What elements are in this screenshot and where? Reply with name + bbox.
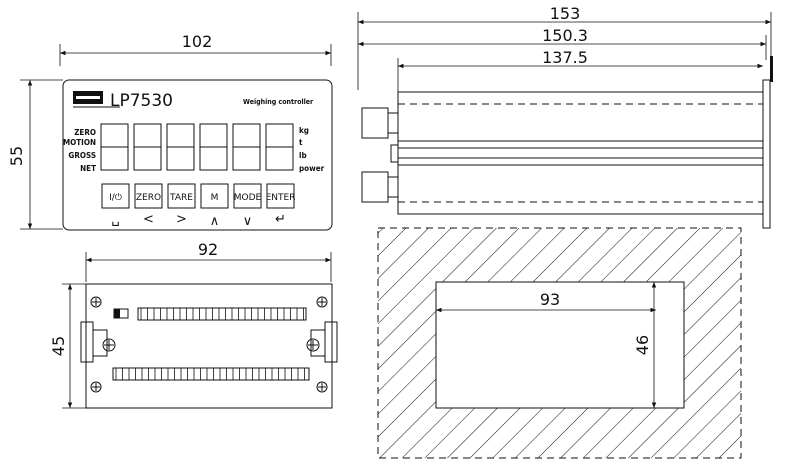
model-name: LP7530 [110, 91, 173, 111]
screw-icon [102, 338, 116, 352]
digit-4 [199, 123, 228, 171]
side-total-label: 153 [550, 4, 581, 23]
middle-connector [390, 144, 399, 163]
svg-text:M: M [211, 193, 219, 203]
lower-connector [361, 171, 399, 203]
screw-icon [306, 338, 320, 352]
svg-text:ZERO: ZERO [136, 193, 161, 203]
svg-text:TARE: TARE [169, 193, 193, 203]
digit-6 [265, 123, 294, 171]
front-panel-outline [62, 79, 333, 231]
left-mounting-clamp [80, 321, 108, 363]
front-width-dimension: 102 [59, 32, 332, 66]
screw-icon [90, 296, 102, 308]
enter-return-icon: ↵ [275, 212, 286, 227]
side-body-dimension: 137.5 [397, 48, 763, 92]
unit-lb: lb [299, 151, 307, 160]
bezel-lip [770, 56, 773, 82]
left-arrow-icon: < [143, 212, 154, 227]
screw-icon [316, 296, 328, 308]
screw-icon [90, 381, 102, 393]
status-motion: MOTION [63, 138, 96, 147]
upper-connector [361, 107, 399, 139]
digit-display [100, 123, 294, 171]
upper-terminal-block [137, 307, 307, 321]
status-net: NET [80, 164, 96, 173]
rear-width-label: 92 [198, 240, 218, 259]
rear-panel-outline [85, 283, 333, 409]
down-arrow-icon: ∨ [243, 214, 253, 229]
housing-body [397, 91, 764, 215]
rear-height-dimension: 45 [49, 283, 86, 409]
zero-key: ZERO < [134, 183, 163, 227]
power-key-symbol: ␣ [111, 212, 119, 227]
panel-outline [377, 227, 742, 459]
front-height-label: 55 [7, 146, 26, 166]
right-mounting-clamp [310, 321, 338, 363]
digit-3 [166, 123, 195, 171]
rear-height-label: 45 [49, 336, 68, 356]
front-width-label: 102 [182, 32, 213, 51]
mode-key: MODE ∨ [233, 183, 262, 229]
svg-text:MODE: MODE [234, 193, 262, 203]
status-zero: ZERO [74, 128, 96, 137]
cutout-height-label: 46 [633, 335, 652, 355]
digit-5 [232, 123, 261, 171]
cutout-width-dimension: 93 [436, 290, 656, 313]
digit-2 [133, 123, 162, 171]
dip-switch [113, 308, 129, 319]
unit-labels: kg t lb power [299, 126, 325, 173]
front-bezel-edge [762, 79, 771, 229]
right-arrow-icon: > [176, 212, 187, 227]
unit-kg: kg [299, 126, 309, 135]
digit-1 [100, 123, 129, 171]
unit-power: power [299, 164, 325, 173]
panel-cutout-view: 93 46 [377, 227, 742, 459]
side-mid-label: 150.3 [542, 26, 588, 45]
cutout-width-label: 93 [540, 290, 560, 309]
side-view: 153 150.3 137.5 [357, 4, 773, 229]
status-gross: GROSS [68, 151, 96, 160]
front-height-dimension: 55 [7, 79, 63, 230]
rear-width-dimension: 92 [85, 240, 332, 282]
svg-text:ENTER: ENTER [266, 193, 296, 203]
keypad: I/⏻ ␣ ZERO < TARE > M ∧ MODE ∨ [101, 183, 296, 229]
brand-logo [73, 91, 120, 108]
rear-view: 92 45 [49, 240, 338, 409]
device-subtitle: Weighing controller [243, 98, 314, 106]
screw-icon [316, 381, 328, 393]
cutout-opening [435, 281, 685, 409]
unit-t: t [299, 138, 303, 147]
front-view: 102 55 LP7530 Weighing controller ZERO M… [7, 32, 333, 231]
power-key: I/⏻ ␣ [101, 183, 130, 227]
enter-key: ENTER ↵ [266, 183, 296, 227]
side-body-label: 137.5 [542, 48, 588, 67]
tare-key: TARE > [167, 183, 196, 227]
lower-terminal-block [112, 367, 310, 381]
up-arrow-icon: ∧ [210, 214, 220, 229]
status-labels: ZERO MOTION GROSS NET [63, 128, 96, 173]
cutout-height-dimension: 46 [633, 282, 657, 408]
side-mid-dimension: 150.3 [358, 26, 767, 60]
side-total-dimension: 153 [357, 4, 772, 90]
m-key: M ∧ [200, 183, 229, 229]
svg-text:I/⏻: I/⏻ [109, 192, 122, 203]
